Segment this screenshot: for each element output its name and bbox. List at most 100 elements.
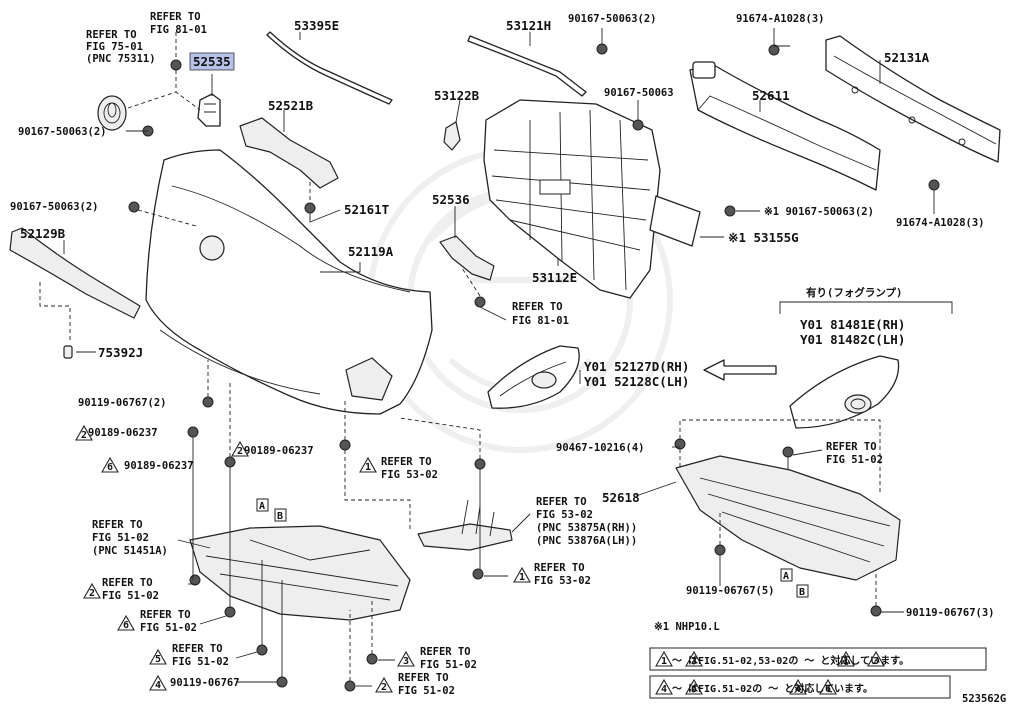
ref-5302-pnc-line2[interactable]: FIG 53-02 xyxy=(536,509,593,521)
fastener-label-50063-mid[interactable]: 90167-50063 xyxy=(604,87,674,99)
legend1-tri-b: 3 xyxy=(691,656,697,667)
fastener-label-50063-left2[interactable]: 90167-50063(2) xyxy=(10,201,99,213)
tri-1b: 1 xyxy=(519,572,525,583)
lip-52129b[interactable] xyxy=(9,227,141,319)
ref-5302-pnc-line4: (PNC 53876A(LH)) xyxy=(536,535,637,547)
ref-51451-line2[interactable]: FIG 51-02 xyxy=(92,532,149,544)
reinforcement-52131a[interactable] xyxy=(825,35,1001,163)
ref-5102-d-line2[interactable]: FIG 51-02 xyxy=(420,659,477,671)
fastener-label-06237-c[interactable]: 90189-06237 xyxy=(124,460,194,472)
ref-5102-e-line1: REFER TO xyxy=(398,672,449,684)
legend2-tri-a: 4 xyxy=(661,684,667,695)
legend1-tri-a: 1 xyxy=(661,656,667,667)
tri-3: 3 xyxy=(403,656,409,667)
ref-75-line2[interactable]: FIG 75-01 xyxy=(86,41,143,53)
energy-absorber-52611[interactable] xyxy=(689,61,881,191)
fastener-label-06237-b[interactable]: 90189-06237 xyxy=(244,445,314,457)
under-cover-left[interactable] xyxy=(189,525,411,621)
label-52129b[interactable]: 52129B xyxy=(20,226,66,241)
fastener-label-06767[interactable]: 90119-06767 xyxy=(170,677,240,689)
fog-bracket-line xyxy=(779,301,953,314)
under-cover-52618[interactable] xyxy=(675,455,901,581)
fastener-label-50063-right[interactable]: ※1 90167-50063(2) xyxy=(764,206,874,218)
box-a-left: A xyxy=(259,501,265,512)
fog-label-lh[interactable]: Y01 81482C(LH) xyxy=(800,332,905,347)
label-52611[interactable]: 52611 xyxy=(752,88,790,103)
legend2-text: ～ はFIG.51-02の ～ と対応しています。 xyxy=(672,682,873,695)
ref-5302-low-line2[interactable]: FIG 53-02 xyxy=(534,575,591,587)
tri-6a: 6 xyxy=(107,462,113,473)
emblem-toyota[interactable] xyxy=(97,95,127,131)
label-75392j[interactable]: 75392J xyxy=(98,345,143,360)
fasteners xyxy=(128,43,940,692)
highlight-box-52535 xyxy=(189,52,235,71)
fastener-label-06767-2[interactable]: 90119-06767(2) xyxy=(78,397,167,409)
tri-1a: 1 xyxy=(365,462,371,473)
cover-label-lh[interactable]: Y01 52128C(LH) xyxy=(584,374,689,389)
label-52521b[interactable]: 52521B xyxy=(268,98,314,113)
bracket-52535[interactable] xyxy=(197,93,221,127)
clip-75392j[interactable] xyxy=(63,345,73,359)
ref-5102-d-line1: REFER TO xyxy=(420,646,471,658)
grille-53112e[interactable] xyxy=(483,99,661,299)
ref-5102-right-line1: REFER TO xyxy=(826,441,877,453)
legend1-tri-d: 3 xyxy=(873,656,879,667)
fog-label-rh[interactable]: Y01 81481E(RH) xyxy=(800,317,905,332)
cover-label-rh[interactable]: Y01 52127D(RH) xyxy=(584,359,689,374)
label-52536[interactable]: 52536 xyxy=(432,192,470,207)
fastener-label-a1028-bot[interactable]: 91674-A1028(3) xyxy=(896,217,985,229)
fastener-label-10216[interactable]: 90467-10216(4) xyxy=(556,442,645,454)
molding-53395e[interactable] xyxy=(266,31,393,105)
label-53121h[interactable]: 53121H xyxy=(506,18,551,33)
fastener-label-06767-3[interactable]: 90119-06767(3) xyxy=(906,607,995,619)
bumper-cover-52119a[interactable] xyxy=(145,149,433,415)
legend-row-1: 1 3 1 3 ～ はFIG.51-02,53-02の ～ と対応しています。 xyxy=(649,647,987,671)
label-52161t[interactable]: 52161T xyxy=(344,202,389,217)
fastener-label-06767-5[interactable]: 90119-06767(5) xyxy=(686,585,775,597)
seal-53875a[interactable] xyxy=(417,523,513,551)
ref-5102-e-line2[interactable]: FIG 51-02 xyxy=(398,685,455,697)
ref-5102-a-line2[interactable]: FIG 51-02 xyxy=(102,590,159,602)
ref-75-line3: (PNC 75311) xyxy=(86,53,156,65)
label-53155g[interactable]: ※1 53155G xyxy=(728,230,799,245)
label-52618[interactable]: 52618 xyxy=(602,490,640,505)
label-53395e[interactable]: 53395E xyxy=(294,18,339,33)
tri-2d: 2 xyxy=(381,682,387,693)
label-53112e[interactable]: 53112E xyxy=(532,270,577,285)
fastener-label-a1028-top[interactable]: 91674-A1028(3) xyxy=(736,13,825,25)
tri-4: 4 xyxy=(155,680,161,691)
bracket-52536[interactable] xyxy=(439,235,495,281)
fog-cover-81481e[interactable] xyxy=(789,355,900,429)
ref-75-line1: REFER TO xyxy=(86,29,137,41)
bracket-52521b[interactable] xyxy=(239,117,339,189)
ref-5102-c-line2[interactable]: FIG 51-02 xyxy=(172,656,229,668)
label-52535[interactable]: 52535 xyxy=(193,54,231,69)
fastener-label-50063-tr[interactable]: 90167-50063(2) xyxy=(568,13,657,25)
ref-81-top-line2[interactable]: FIG 81-01 xyxy=(150,24,207,36)
molding-53121h[interactable] xyxy=(467,35,587,97)
ref-5302-mid-line2[interactable]: FIG 53-02 xyxy=(381,469,438,481)
legend-row-2: 4 6 4 6 ～ はFIG.51-02の ～ と対応しています。 xyxy=(649,675,951,699)
ref-5102-b-line2[interactable]: FIG 51-02 xyxy=(140,622,197,634)
label-52119a[interactable]: 52119A xyxy=(348,244,394,259)
fastener-label-06237-a[interactable]: 90189-06237 xyxy=(88,427,158,439)
ref-5102-b-line1: REFER TO xyxy=(140,609,191,621)
ref-5102-right-line2[interactable]: FIG 51-02 xyxy=(826,454,883,466)
ref-5302-mid-line1: REFER TO xyxy=(381,456,432,468)
legend2-tri-d: 6 xyxy=(825,684,831,695)
tri-5: 5 xyxy=(155,654,161,665)
ref-81-mid-line2[interactable]: FIG 81-01 xyxy=(512,315,569,327)
tri-2b: 2 xyxy=(237,446,243,457)
legend2-tri-b: 6 xyxy=(691,684,697,695)
fog-cover-52127d[interactable] xyxy=(487,345,580,409)
leader-lines xyxy=(39,28,935,687)
ref-5102-a-line1: REFER TO xyxy=(102,577,153,589)
note-nhp10: ※1 NHP10.L xyxy=(654,621,720,633)
clip-53122b[interactable] xyxy=(443,121,461,151)
ref-5302-low-line1: REFER TO xyxy=(534,562,585,574)
label-52131a[interactable]: 52131A xyxy=(884,50,930,65)
plate-53155g[interactable] xyxy=(649,195,701,247)
label-53122b[interactable]: 53122B xyxy=(434,88,480,103)
fastener-label-50063-left[interactable]: 90167-50063(2) xyxy=(18,126,107,138)
